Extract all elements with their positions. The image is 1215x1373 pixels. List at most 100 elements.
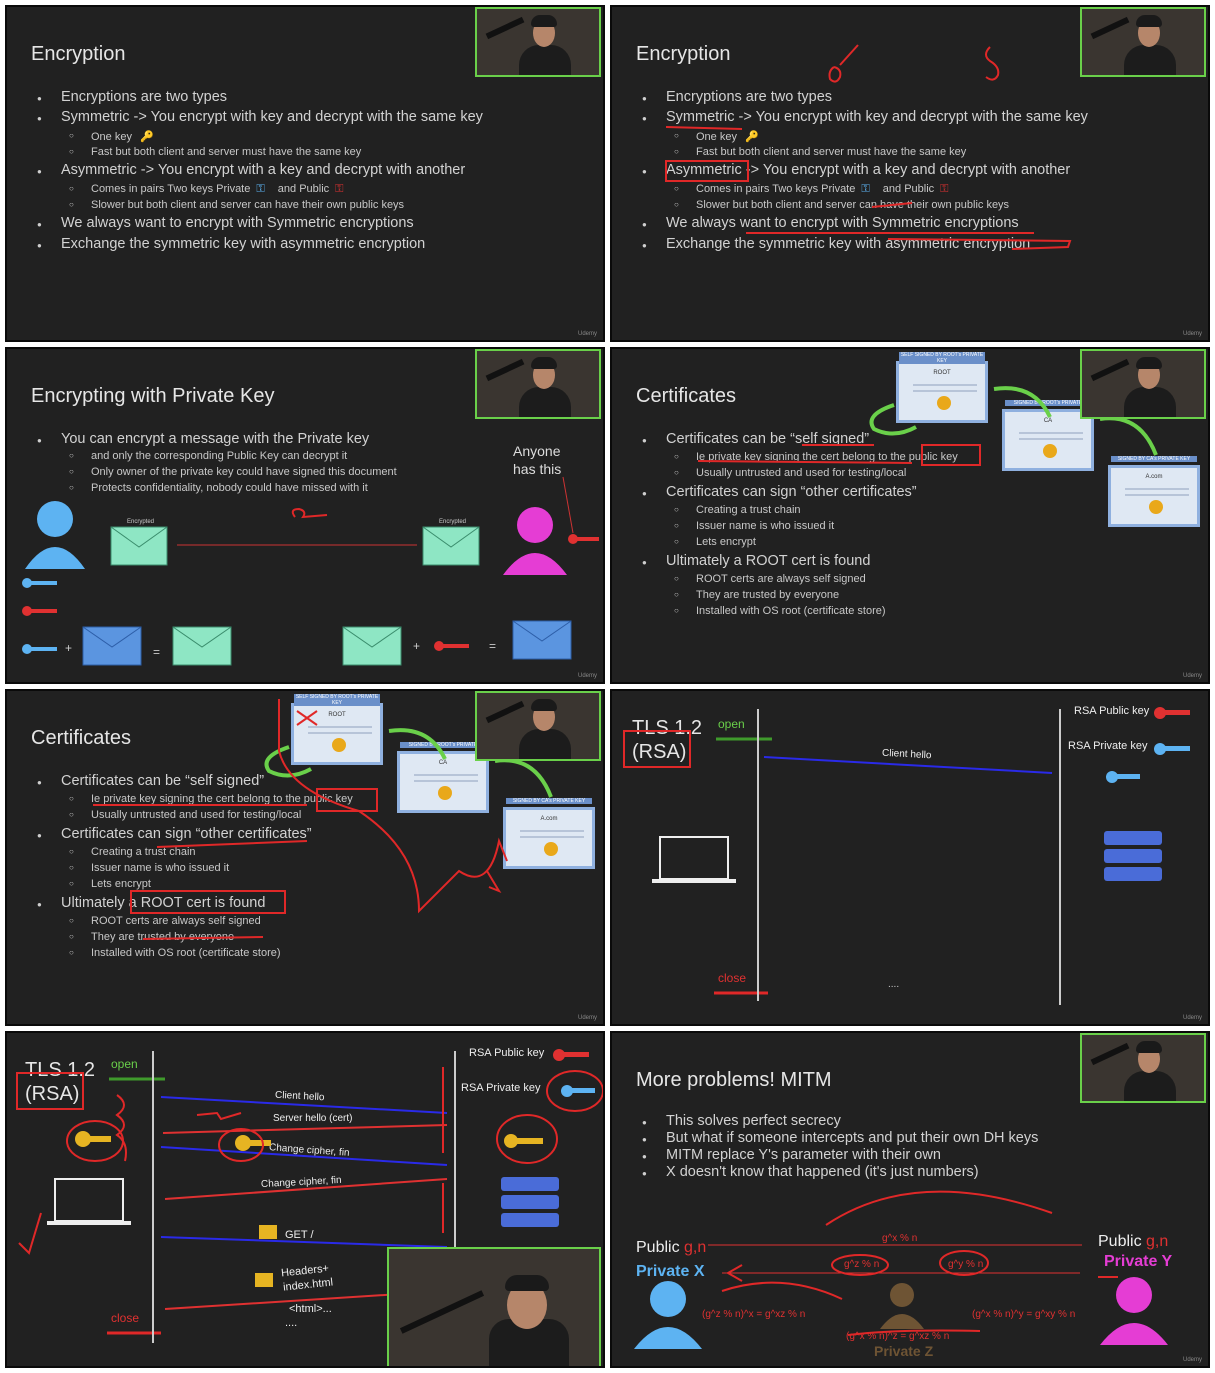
bullet: Symmetric -> You encrypt with key and de… bbox=[642, 109, 1088, 125]
sub-bullet: They are trusted by everyone bbox=[674, 589, 839, 601]
msg-index: index.html bbox=[282, 1276, 334, 1294]
bullet: Exchange the symmetric key with asymmetr… bbox=[37, 236, 425, 252]
bullet: Asymmetric -> You encrypt with a key and… bbox=[37, 162, 465, 178]
sub-bullet: Installed with OS root (certificate stor… bbox=[674, 605, 886, 617]
bullet: Certificates can be “self signed” bbox=[37, 773, 264, 789]
bullet: This solves perfect secrecy bbox=[642, 1113, 841, 1129]
plus-sign: + bbox=[65, 641, 73, 655]
close-label: close bbox=[718, 971, 747, 985]
sub-bullet: One key🔑 bbox=[674, 130, 759, 143]
blue-key-icon: ⚿ bbox=[256, 183, 265, 195]
sub-bullet: Slower but both client and server can ha… bbox=[674, 199, 1009, 211]
bullet: Certificates can sign “other certificate… bbox=[37, 826, 312, 842]
bullet: X doesn't know that happened (it's just … bbox=[642, 1164, 979, 1180]
slide-title: Encryption bbox=[31, 43, 126, 65]
ellipsis: .... bbox=[285, 1317, 298, 1329]
msg-get: GET / bbox=[285, 1229, 314, 1241]
presenter-webcam bbox=[475, 7, 601, 77]
sub-bullet: Protects confidentiality, nobody could h… bbox=[69, 482, 368, 494]
red-key-icon: ⚿ bbox=[335, 183, 344, 195]
equals-sign: = bbox=[489, 639, 497, 653]
public-label-y: Public g,n bbox=[1098, 1233, 1169, 1250]
udemy-watermark: Udemy bbox=[577, 673, 597, 679]
bullet: MITM replace Y's parameter with their ow… bbox=[642, 1147, 941, 1163]
eq-z: (g^x % n)^z = g^xz % n bbox=[846, 1331, 950, 1342]
bullet: Encryptions are two types bbox=[37, 89, 227, 105]
blue-key-icon: ⚿ bbox=[861, 183, 870, 195]
slide-certificates-1: Certificates Certificates can be “self s… bbox=[610, 347, 1210, 684]
presenter-webcam bbox=[1080, 349, 1206, 419]
red-key-icon: ⚿ bbox=[940, 183, 949, 195]
slide-title: Encryption bbox=[636, 43, 731, 65]
bullet: We always want to encrypt with Symmetric… bbox=[642, 215, 1019, 231]
sub-bullet: Ie private key signing the cert belong t… bbox=[674, 451, 958, 463]
slide-title: Certificates bbox=[636, 385, 737, 407]
gyn-label: g^y % n bbox=[948, 1259, 984, 1270]
anyone-label: Anyone bbox=[513, 443, 561, 459]
udemy-watermark: Udemy bbox=[1182, 331, 1202, 337]
eq-y: (g^x % n)^y = g^xy % n bbox=[972, 1309, 1076, 1320]
msg-client-hello: Client hello bbox=[274, 1089, 325, 1104]
plus-sign: + bbox=[413, 639, 421, 653]
sub-bullet: and only the corresponding Public Key ca… bbox=[69, 450, 347, 462]
open-label: open bbox=[111, 1057, 138, 1071]
bullet: Symmetric -> You encrypt with key and de… bbox=[37, 109, 483, 125]
client-hello-label: Client hello bbox=[881, 747, 932, 762]
udemy-watermark: Udemy bbox=[1182, 1015, 1202, 1021]
presenter-webcam bbox=[475, 349, 601, 419]
udemy-watermark: Udemy bbox=[577, 331, 597, 337]
udemy-watermark: Udemy bbox=[1182, 673, 1202, 679]
bullet: Certificates can be “self signed” bbox=[642, 431, 869, 447]
slide-title: More problems! MITM bbox=[636, 1069, 832, 1091]
private-x-label: Private X bbox=[636, 1263, 705, 1280]
slide-encryption-1: Encryption Encryptions are two types Sym… bbox=[5, 5, 605, 342]
msg-server-hello: Server hello (cert) bbox=[273, 1113, 353, 1124]
bullet: Ultimately a ROOT cert is found bbox=[642, 553, 870, 569]
bullet: Certificates can sign “other certificate… bbox=[642, 484, 917, 500]
slide-encryption-annotated: Encryption Encryptions are two types Sym… bbox=[610, 5, 1210, 342]
rsa-public-key-label: RSA Public key bbox=[469, 1047, 545, 1059]
gxn-label: g^x % n bbox=[882, 1233, 918, 1244]
private-y-label: Private Y bbox=[1104, 1253, 1173, 1270]
slide-title: TLS 1.2 bbox=[632, 717, 703, 739]
slide-private-key: Encrypting with Private Key You can encr… bbox=[5, 347, 605, 684]
slide-title: TLS 1.2 bbox=[25, 1059, 96, 1081]
sub-bullet: Lets encrypt bbox=[674, 536, 756, 548]
gold-key-icon: 🔑 bbox=[744, 131, 759, 143]
rsa-private-key-label: RSA Private key bbox=[1068, 740, 1148, 752]
presenter-webcam bbox=[1080, 7, 1206, 77]
slide-tls-rsa-annotated: TLS 1.2 (RSA) open close RSA Public key … bbox=[5, 1031, 605, 1368]
presenter-webcam bbox=[475, 691, 601, 761]
bullet: Asymmetric -> You encrypt with a key and… bbox=[642, 162, 1070, 178]
bullet: Ultimately a ROOT cert is found bbox=[37, 895, 265, 911]
sub-bullet: Fast but both client and server must hav… bbox=[69, 146, 361, 158]
equals-sign: = bbox=[153, 645, 161, 659]
eq-x: (g^z % n)^x = g^xz % n bbox=[702, 1309, 806, 1320]
open-label: open bbox=[718, 717, 745, 731]
sub-bullet: Creating a trust chain bbox=[69, 846, 196, 858]
sub-bullet: Comes in pairs Two keys Private⚿ and Pub… bbox=[69, 183, 344, 196]
slide-mitm: More problems! MITM This solves perfect … bbox=[610, 1031, 1210, 1368]
bullet: You can encrypt a message with the Priva… bbox=[37, 431, 369, 447]
udemy-watermark: Udemy bbox=[577, 1015, 597, 1021]
sub-bullet: Lets encrypt bbox=[69, 878, 151, 890]
udemy-watermark: Udemy bbox=[1182, 1357, 1202, 1363]
sub-bullet: One key🔑 bbox=[69, 130, 154, 143]
public-label-x: Public g,n bbox=[636, 1239, 707, 1256]
gold-key-icon: 🔑 bbox=[139, 131, 154, 143]
msg-html: <html>... bbox=[289, 1303, 332, 1315]
slide-tls-rsa: TLS 1.2 (RSA) open close RSA Public key … bbox=[610, 689, 1210, 1026]
slide-subtitle: (RSA) bbox=[25, 1083, 80, 1105]
rsa-public-key-label: RSA Public key bbox=[1074, 705, 1150, 717]
sub-bullet: Creating a trust chain bbox=[674, 504, 801, 516]
sub-bullet: They are trusted by everyone bbox=[69, 931, 234, 943]
gzn-label: g^z % n bbox=[844, 1259, 880, 1270]
encrypted-label: Encrypted bbox=[439, 519, 467, 525]
ellipsis: .... bbox=[888, 979, 900, 990]
sub-bullet: ROOT certs are always self signed bbox=[69, 915, 261, 927]
slide-subtitle: (RSA) bbox=[632, 741, 687, 763]
